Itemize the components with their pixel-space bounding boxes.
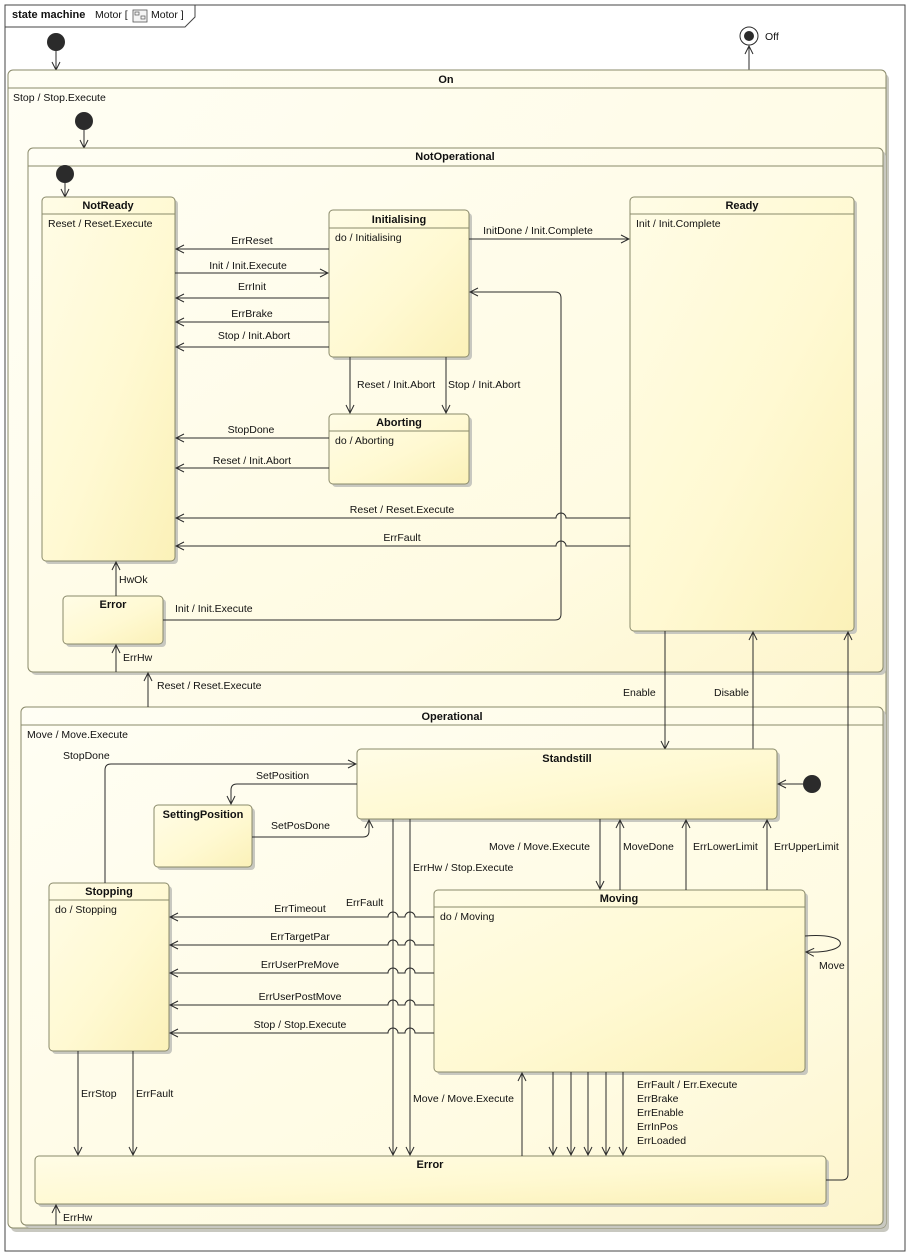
transition-err-loaded: ErrLoaded xyxy=(637,1135,686,1147)
transition-err-user-post-move: ErrUserPostMove xyxy=(259,991,342,1003)
frame-name: Motor [ xyxy=(95,9,128,21)
state-operational-name: Operational xyxy=(421,711,482,723)
transition-err-upper-limit: ErrUpperLimit xyxy=(774,841,839,853)
state-setting-position xyxy=(153,804,253,868)
state-not-ready xyxy=(41,196,176,562)
transition-reset-init-abort: Reset / Init.Abort xyxy=(213,455,291,467)
state-error-top-name: Error xyxy=(100,599,128,611)
transition-stop-done: StopDone xyxy=(228,424,275,436)
initial-pseudostate-top xyxy=(47,33,65,51)
state-not-operational-name: NotOperational xyxy=(415,151,494,163)
state-stopping xyxy=(48,882,170,1052)
transition-move-done: MoveDone xyxy=(623,841,674,853)
transition-err-hw-bottom: ErrHw xyxy=(63,1212,93,1224)
state-initialising-name: Initialising xyxy=(372,214,426,226)
transition-stop-done-op: StopDone xyxy=(63,750,110,762)
transition-set-position: SetPosition xyxy=(256,770,309,782)
state-on-internal: Stop / Stop.Execute xyxy=(13,92,106,104)
frame-kind: state machine xyxy=(12,9,85,21)
initial-pseudostate-on xyxy=(75,112,93,130)
state-operational-internal: Move / Move.Execute xyxy=(27,729,128,741)
transition-hw-ok: HwOk xyxy=(119,574,148,586)
transition-err-stop: ErrStop xyxy=(81,1088,117,1100)
final-state-off xyxy=(739,26,759,46)
transition-err-hw-top: ErrHw xyxy=(123,652,153,664)
frame-header-tab xyxy=(5,5,196,28)
initial-pseudostate-operational xyxy=(803,775,821,793)
transition-reset-reset-execute-ready: Reset / Reset.Execute xyxy=(350,504,455,516)
state-not-ready-name: NotReady xyxy=(82,200,134,212)
transition-move-move-execute-error: Move / Move.Execute xyxy=(413,1093,514,1105)
transition-err-brake-moving: ErrBrake xyxy=(637,1093,679,1105)
transition-init-done: InitDone / Init.Complete xyxy=(483,225,593,237)
off-label: Off xyxy=(765,31,779,43)
state-ready-name: Ready xyxy=(725,200,759,212)
transition-move-move-execute: Move / Move.Execute xyxy=(489,841,590,853)
transition-init-execute: Init / Init.Execute xyxy=(209,260,287,272)
state-initialising-internal: do / Initialising xyxy=(335,232,402,244)
transition-err-fault-ready: ErrFault xyxy=(383,532,420,544)
state-error-bottom-name: Error xyxy=(417,1159,445,1171)
state-aborting-name: Aborting xyxy=(376,417,422,429)
state-ready-internal: Init / Init.Complete xyxy=(636,218,721,230)
state-not-ready-internal: Reset / Reset.Execute xyxy=(48,218,153,230)
transition-err-target-par: ErrTargetPar xyxy=(270,931,330,943)
transition-err-user-pre-move: ErrUserPreMove xyxy=(261,959,339,971)
state-aborting-internal: do / Aborting xyxy=(335,435,394,447)
transition-stop-stop-execute: Stop / Stop.Execute xyxy=(254,1019,347,1031)
transition-reset-init-abort-down: Reset / Init.Abort xyxy=(357,379,435,391)
transition-err-lower-limit: ErrLowerLimit xyxy=(693,841,758,853)
state-ready xyxy=(629,196,855,632)
transition-move-self: Move xyxy=(819,960,845,972)
transition-err-fault-err-execute: ErrFault / Err.Execute xyxy=(637,1079,738,1091)
transition-enable: Enable xyxy=(623,687,656,699)
transition-err-timeout: ErrTimeout xyxy=(274,903,326,915)
state-stopping-internal: do / Stopping xyxy=(55,904,117,916)
transition-reset-reset-execute-op: Reset / Reset.Execute xyxy=(157,680,262,692)
state-setting-position-name: SettingPosition xyxy=(163,809,244,821)
initial-pseudostate-not-operational xyxy=(56,165,74,183)
transition-stop-init-abort-down: Stop / Init.Abort xyxy=(448,379,520,391)
transition-err-reset: ErrReset xyxy=(231,235,273,247)
state-on-name: On xyxy=(438,74,454,86)
transition-err-init: ErrInit xyxy=(238,281,266,293)
transition-err-enable: ErrEnable xyxy=(637,1107,684,1119)
state-moving-name: Moving xyxy=(600,893,639,905)
transition-disable: Disable xyxy=(714,687,749,699)
transition-err-hw-stop-execute: ErrHw / Stop.Execute xyxy=(413,862,514,874)
transition-error-init-execute: Init / Init.Execute xyxy=(175,603,253,615)
transition-err-brake: ErrBrake xyxy=(231,308,273,320)
transition-err-fault-moving: ErrFault xyxy=(346,897,383,909)
transition-err-fault-stopping: ErrFault xyxy=(136,1088,173,1100)
transition-set-pos-done: SetPosDone xyxy=(271,820,330,832)
state-machine-icon xyxy=(132,9,148,23)
state-moving-internal: do / Moving xyxy=(440,911,494,923)
transition-err-in-pos: ErrInPos xyxy=(637,1121,678,1133)
frame-classifier: Motor ] xyxy=(151,9,184,21)
state-stopping-name: Stopping xyxy=(85,886,133,898)
state-standstill-name: Standstill xyxy=(542,753,592,765)
state-initialising xyxy=(328,209,470,358)
transition-stop-init-abort: Stop / Init.Abort xyxy=(218,330,290,342)
